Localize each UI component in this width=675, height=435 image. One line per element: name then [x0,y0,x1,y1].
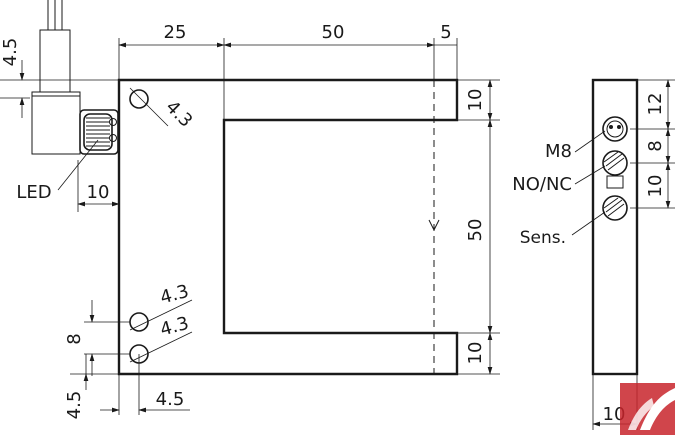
cable-wires [47,0,63,30]
cable-sleeve [39,29,71,93]
leader-m8 [574,130,606,153]
left-dimensions [0,60,190,415]
cable-assembly [31,0,81,155]
dim-top-25: 25 [164,22,187,43]
company-logo-icon [620,383,675,435]
dim-led-10: 10 [87,182,110,203]
leader-hole-bottom [129,331,193,363]
dim-bottom-horizontal-4-5: 4.5 [156,389,185,410]
label-no-nc: NO/NC [512,174,572,195]
dim-right-lower-10: 10 [465,342,486,365]
mounting-hole-top [129,89,149,109]
dim-hole-bottom: 4.3 [158,313,191,341]
dim-side-8: 8 [645,140,666,151]
dim-hole-top: 4.3 [161,97,196,132]
no-nc-switch [602,150,628,189]
leader-sens [571,211,606,236]
dim-side-10: 10 [645,175,666,198]
right-dimensions [457,79,500,375]
fork-body-outline [117,78,459,376]
dim-spacing-8: 8 [64,333,85,344]
cable-housing [31,91,81,155]
side-view-body [591,78,639,376]
dim-right-upper-10: 10 [465,89,486,112]
top-dimensions [118,38,458,120]
dim-side-12: 12 [645,93,666,116]
dim-top-50: 50 [322,22,345,43]
side-dimensions [592,79,675,430]
led-connector [79,109,119,155]
dim-hole-mid: 4.3 [158,281,191,309]
dim-side-width-10: 10 [603,404,626,425]
leader-hole-mid [129,299,193,331]
sens-potentiometer [602,195,628,221]
optical-axis-arrow [428,219,440,232]
dim-cable-4-5: 4.5 [0,38,21,67]
leader-no-nc [574,165,606,185]
m8-connector [602,116,628,142]
label-led: LED [16,182,51,203]
leader-hole-top [129,87,169,127]
label-m8: M8 [545,141,572,162]
dim-bottom-vertical-4-5: 4.5 [64,391,85,420]
label-sens: Sens. [520,228,566,248]
dim-right-middle-50: 50 [465,219,486,242]
dim-top-5: 5 [440,22,451,43]
